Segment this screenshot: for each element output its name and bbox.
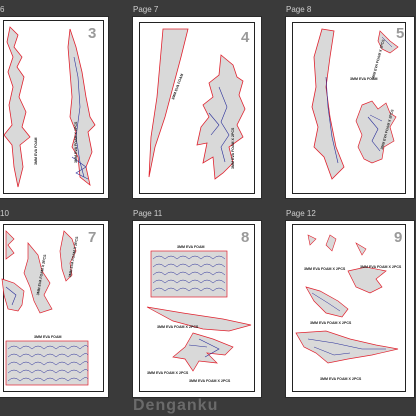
sheet-border: [139, 224, 255, 392]
part-label: 3MM EVA FOAM X 2PCS: [189, 379, 231, 383]
sheet-border: [139, 22, 255, 194]
part-label: 3MM EVA FOAM X 2PCS: [157, 325, 199, 329]
page-sheet: 9 3MM EVA FOAM X 2PCS 3MM EVA FOAM X 2PC…: [286, 221, 414, 397]
page-sheet: 5 3MM EVA FOAM X 2PCS 3MM EVA FOAM X 2PC…: [286, 17, 414, 198]
page-label: Page 11: [133, 209, 163, 218]
page-number: 3: [88, 25, 97, 42]
part-label: 3MM EVA FOAM: [34, 335, 62, 339]
page-thumbnail-7[interactable]: Page 7 4 3MM EVA FOAM 3MM EVA FOAM X 2PC…: [133, 5, 263, 205]
sheet-border: [3, 20, 104, 194]
page-number: 4: [241, 29, 250, 46]
page-sheet: 7 3MM EVA FOAM X 2PCS 3MM EVA FOAM X 2PC…: [0, 221, 108, 397]
template-shapes: [146, 250, 252, 372]
part-label: 3MM EVA FOAM: [177, 245, 205, 249]
template-shapes: [295, 234, 399, 364]
page-label: Page 8: [286, 5, 312, 14]
part-label: 3MM EVA FOAM: [34, 137, 38, 165]
page-number: 9: [394, 229, 403, 246]
watermark: Denganku: [133, 397, 219, 414]
part-label: 3MM EVA FOAM X 2PCS: [231, 127, 235, 169]
part-label: 3MM EVA FOAM X 2PCS: [320, 377, 362, 381]
sheet-border: [292, 224, 406, 392]
template-shapes: [148, 28, 246, 180]
part-label: 3MM EVA FOAM X 2PCS: [310, 321, 352, 325]
template-shapes: [3, 26, 96, 188]
page-sheet: 3 3MM EVA FOAM 3MM EVA FOAM X 2PCS: [0, 17, 108, 198]
page-label: 10: [0, 209, 9, 218]
page-label: Page 7: [133, 5, 159, 14]
page-number: 8: [241, 229, 250, 246]
template-shapes: [1, 230, 89, 386]
page-thumbnail-10[interactable]: 10 7 3MM EVA FOAM X 2PCS 3MM EVA FOAM X …: [0, 209, 110, 399]
page-sheet: 4 3MM EVA FOAM 3MM EVA FOAM X 2PCS: [133, 17, 261, 198]
part-label: 3MM EVA FOAM X 2PCS: [304, 267, 346, 271]
template-shapes: [311, 28, 399, 180]
sheet-border: [3, 224, 104, 392]
part-label: 3MM EVA FOAM: [350, 77, 378, 81]
page-sheet: 8 3MM EVA FOAM 3MM EVA FOAM X 2PCS 3MM E…: [133, 221, 261, 397]
page-number: 7: [88, 229, 97, 246]
page-thumbnail-8[interactable]: Page 8 5 3MM EVA FOAM X 2PCS 3MM EVA FOA…: [286, 5, 416, 205]
part-label: 3MM EVA FOAM X 2PCS: [74, 121, 78, 163]
page-label: Page 12: [286, 209, 316, 218]
page-thumbnail-11[interactable]: Page 11 8 3MM EVA FOAM 3MM EVA FOAM X 2P…: [133, 209, 263, 399]
page-thumbnail-6[interactable]: 6 3 3MM EVA FOAM 3MM EVA FOAM X 2PCS: [0, 5, 110, 205]
sheet-border: [292, 22, 406, 194]
page-thumbnail-12[interactable]: Page 12 9 3MM EVA FOAM X 2PCS 3MM EVA FO…: [286, 209, 416, 399]
part-label: 3MM EVA FOAM X 2PCS: [360, 265, 402, 269]
part-label: 3MM EVA FOAM X 2PCS: [147, 371, 189, 375]
page-label: 6: [0, 5, 5, 14]
page-number: 5: [396, 25, 405, 42]
